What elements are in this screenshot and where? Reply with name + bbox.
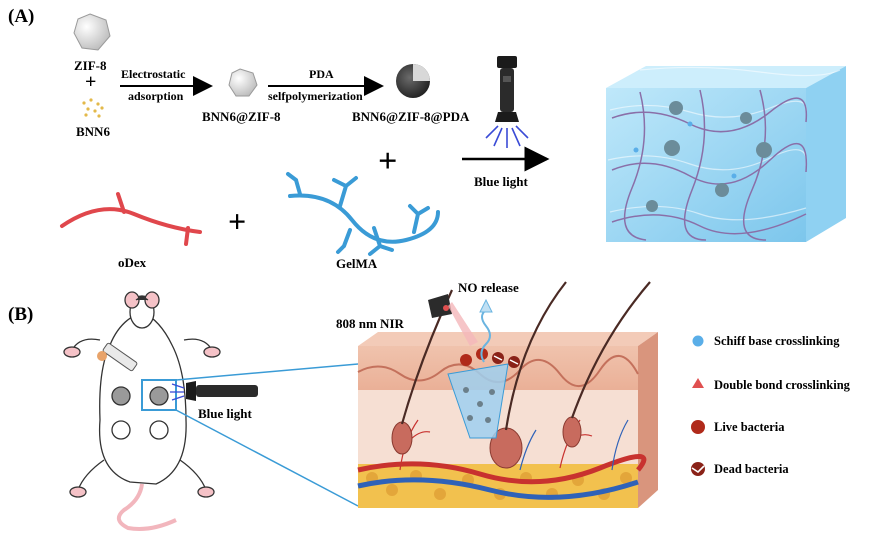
legend-label: Live bacteria: [714, 420, 785, 434]
legend-label: Dead bacteria: [714, 462, 789, 476]
hydrogel-cube: [606, 66, 846, 242]
plus-sign-3: +: [228, 203, 246, 239]
zif8-crystal-icon: [73, 13, 111, 51]
bnn6-zif8-label: BNN6@ZIF-8: [202, 109, 281, 124]
pda-coated-particle-icon: [396, 64, 430, 98]
legend: Schiff base crosslinking Double bond cro…: [691, 334, 851, 476]
bnn6-particles-icon: [82, 98, 104, 118]
live-bacteria-icon: [691, 420, 705, 434]
nir-lamp-icon: [428, 294, 478, 346]
odex-label: oDex: [118, 255, 147, 270]
electrostatic-label: Electrostatic: [121, 67, 186, 81]
odex-chain-icon: [60, 192, 202, 246]
hydrogel-implant: [447, 363, 509, 439]
legend-item-live-bacteria: Live bacteria: [691, 420, 785, 434]
legend-item-schiff: Schiff base crosslinking: [692, 334, 840, 348]
zoom-region-box: [141, 379, 177, 411]
bnn6-zif8-crystal-icon: [228, 68, 258, 97]
zif8-label: ZIF-8: [74, 58, 107, 73]
panel-b-label: (B): [8, 304, 33, 325]
syringe-icon: [97, 342, 138, 372]
legend-label: Double bond crosslinking: [714, 378, 851, 392]
selfpolymerization-label: selfpolymerization: [268, 89, 363, 103]
red-triangle-icon: [692, 378, 704, 388]
legend-item-double-bond: Double bond crosslinking: [692, 378, 851, 392]
blue-dot-icon: [692, 335, 704, 347]
flashlight-b-icon: [170, 381, 258, 401]
no-release-arrow: [479, 298, 493, 313]
dead-bacteria-icon: [691, 462, 705, 476]
panel-a-label: (A): [8, 6, 34, 27]
legend-item-dead-bacteria: Dead bacteria: [691, 462, 789, 476]
gelma-label: GelMA: [336, 256, 378, 271]
zoom-line-bottom: [175, 409, 359, 507]
plus-sign-2: +: [378, 143, 397, 180]
plus-sign-1: +: [85, 71, 96, 93]
bnn6-zif8-pda-label: BNN6@ZIF-8@PDA: [352, 109, 470, 124]
flashlight-icon: [485, 56, 529, 148]
no-release-label: NO release: [458, 280, 519, 295]
no-release-wave: [480, 309, 491, 363]
blue-light-label-b: Blue light: [198, 406, 252, 421]
pda-label: PDA: [309, 67, 334, 81]
gelma-chain-icon: [286, 172, 440, 256]
legend-label: Schiff base crosslinking: [714, 334, 840, 348]
blue-light-label-a: Blue light: [474, 174, 528, 189]
nir-label: 808 nm NIR: [336, 316, 405, 331]
adsorption-label: adsorption: [128, 89, 184, 103]
bnn6-label: BNN6: [76, 124, 110, 139]
zoom-line-top: [175, 363, 359, 381]
